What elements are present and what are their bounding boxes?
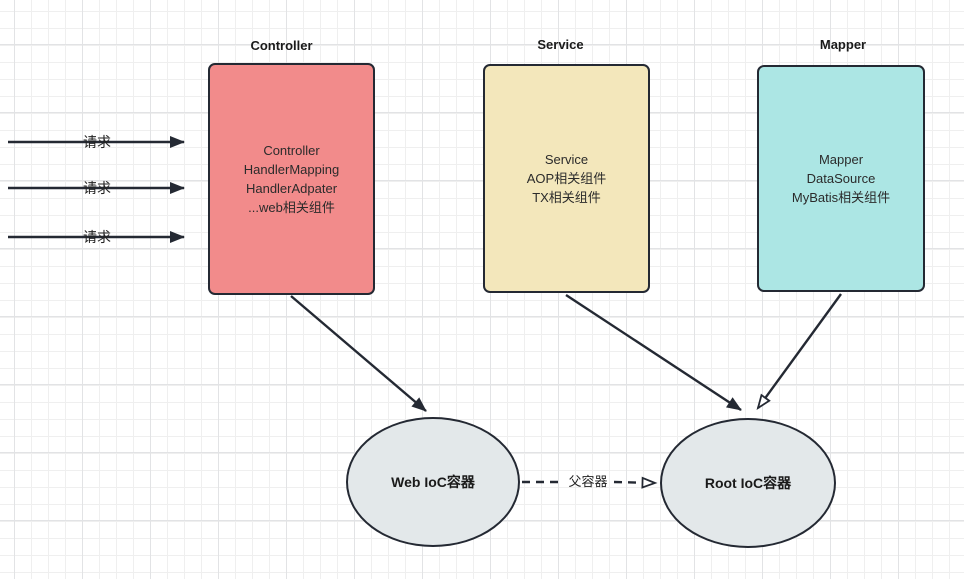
node-text-line: HandlerAdpater [245,181,338,196]
controller-node[interactable]: Controller HandlerMapping HandlerAdpater… [208,63,375,295]
node-text-line: MyBatis相关组件 [791,190,891,205]
node-text-line: ...web相关组件 [248,200,335,215]
web-ioc-container-node[interactable]: Web IoC容器 [346,417,520,547]
service-node-title: Service [537,37,584,52]
node-text-line: HandlerMapping [243,162,340,177]
node-text-line: AOP相关组件 [526,171,607,186]
node-text-line: Mapper [818,152,864,167]
mapper-node[interactable]: Mapper DataSource MyBatis相关组件 [757,65,925,292]
root-ioc-container-label: Root IoC容器 [704,475,792,491]
service-node[interactable]: Service AOP相关组件 TX相关组件 [483,64,650,293]
mapper-to-root-arrow[interactable] [756,293,842,411]
controller-to-web-arrow[interactable] [290,295,427,412]
parent-container-label: 父容器 [568,474,608,489]
request-label-2: 请求 [83,180,111,196]
controller-node-title: Controller [250,38,313,53]
request-label-1: 请求 [83,134,111,150]
node-text-line: Controller [263,143,320,158]
parent-container-dashed-line-right[interactable] [613,476,658,489]
node-text-line: DataSource [806,171,876,186]
request-label-3: 请求 [83,229,111,245]
web-ioc-container-label: Web IoC容器 [391,474,475,490]
service-to-root-arrow[interactable] [565,293,742,412]
root-ioc-container-node[interactable]: Root IoC容器 [660,418,836,548]
mapper-node-title: Mapper [819,37,867,52]
node-text-line: Service [544,152,589,167]
node-text-line: TX相关组件 [532,190,601,205]
